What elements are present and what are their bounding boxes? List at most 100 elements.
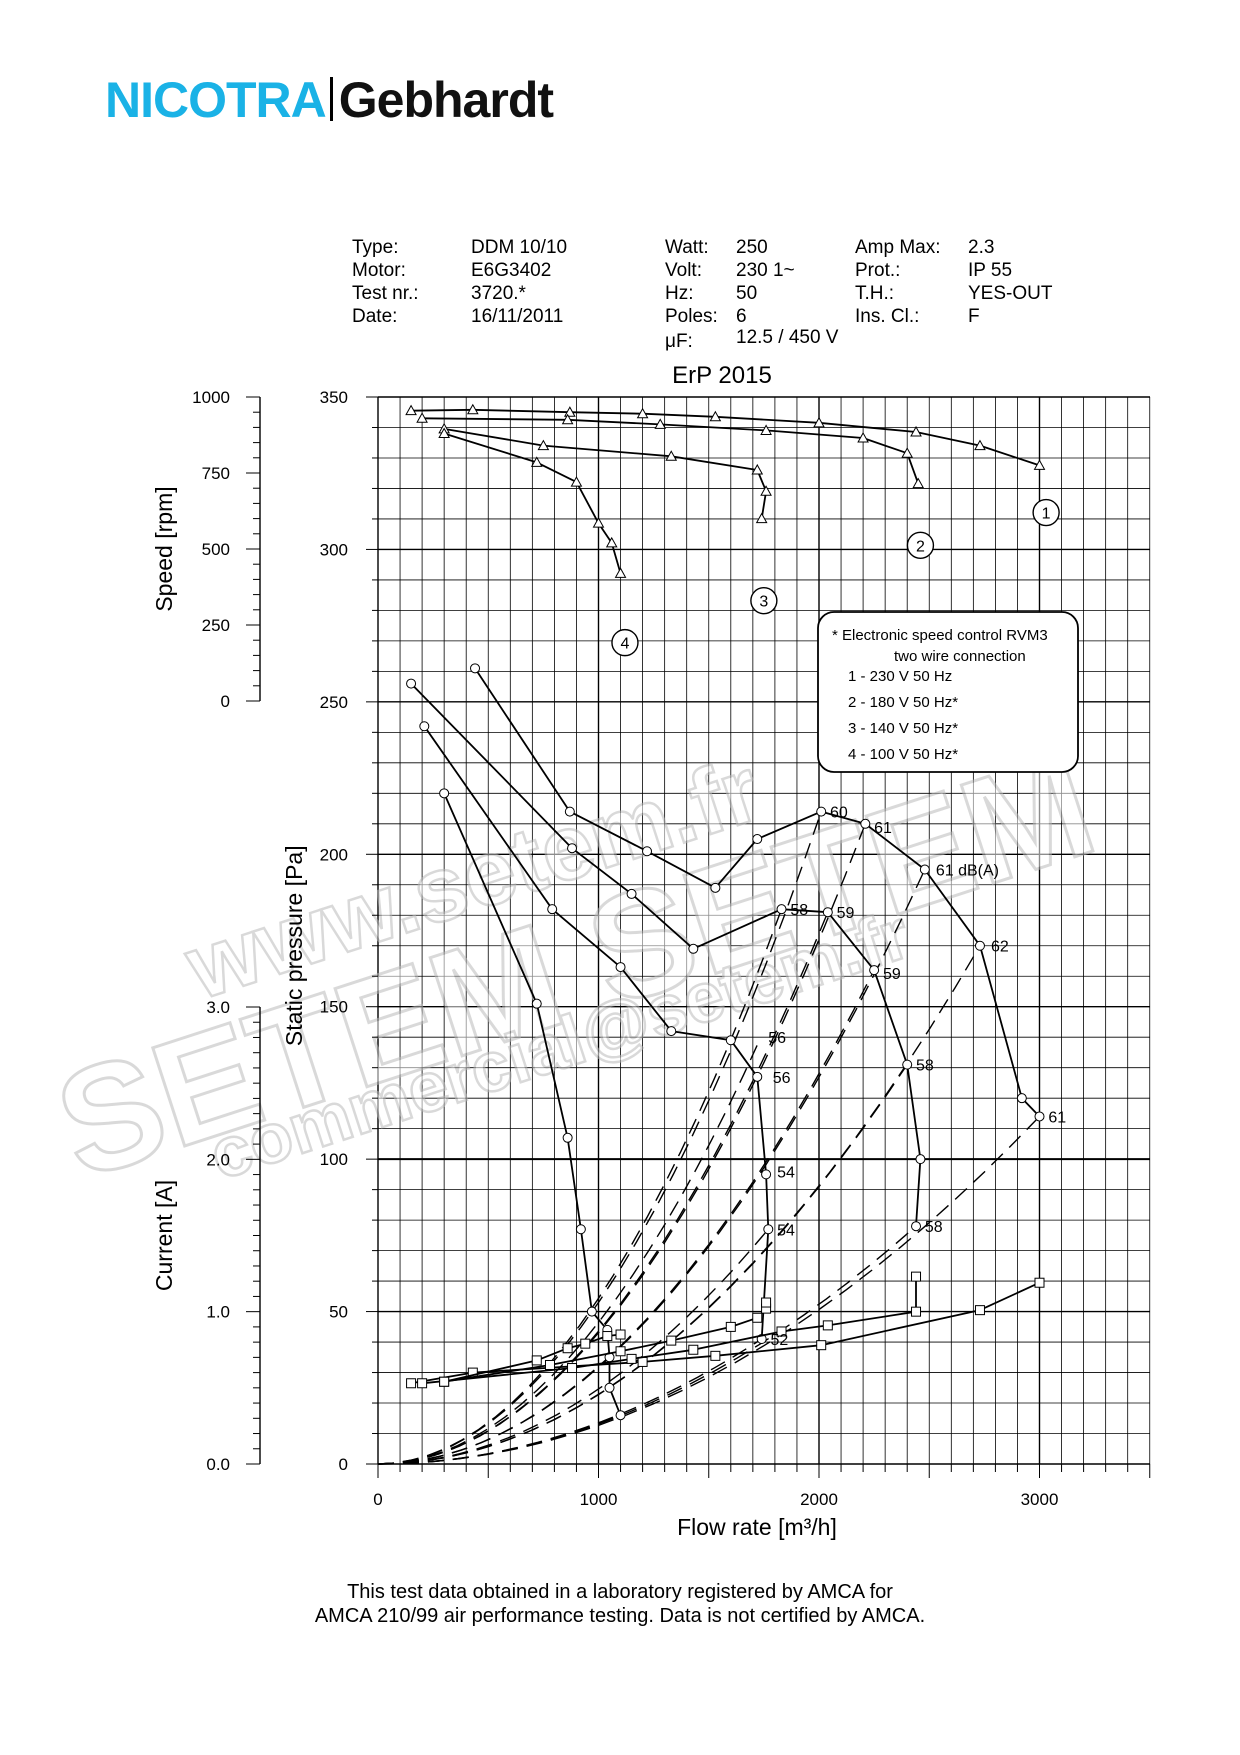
- speed-point: [537, 439, 550, 451]
- pressure-point: [911, 1221, 922, 1232]
- current-point: [752, 1312, 763, 1323]
- spec-label: Test nr.:: [352, 283, 419, 304]
- pressure-point: [626, 888, 637, 899]
- spec-value: DDM 10/10: [471, 237, 568, 258]
- speed-point: [857, 432, 869, 443]
- brand-separator: [329, 77, 333, 121]
- pressure-point: [562, 1132, 573, 1143]
- speed-curves: [405, 403, 1046, 578]
- spec-col-3-values: 2.3 IP 55 YES-OUT F: [968, 236, 1052, 328]
- noise-label: 56: [773, 1070, 791, 1087]
- pressure-point: [615, 962, 626, 973]
- pressure-point: [752, 1071, 763, 1082]
- pressure-tick-label: 0: [339, 1455, 348, 1474]
- speed-point: [910, 425, 922, 437]
- pressure-point: [419, 721, 430, 732]
- footer-note: This test data obtained in a laboratory …: [0, 1580, 1240, 1628]
- speed-point: [665, 450, 678, 461]
- grid-lines: [377, 396, 1151, 1465]
- pressure-point: [752, 834, 763, 845]
- current-curve: [417, 1271, 922, 1389]
- current-point: [615, 1329, 626, 1340]
- pressure-curve: [470, 663, 1045, 1122]
- spec-label: Prot.:: [855, 260, 901, 281]
- speed-point: [405, 404, 417, 416]
- speed-point: [563, 406, 576, 417]
- curve-marker-label: 4: [621, 636, 630, 653]
- pressure-curve: [406, 678, 926, 1232]
- current-point: [615, 1346, 626, 1357]
- speed-point: [592, 517, 605, 528]
- speed-point: [570, 476, 583, 487]
- current-point: [911, 1271, 922, 1282]
- speed-point: [561, 413, 574, 425]
- pressure-point: [761, 1169, 772, 1180]
- pressure-point: [642, 846, 653, 857]
- spec-label: Motor:: [352, 260, 406, 281]
- speed-curve: [438, 427, 627, 578]
- current-point: [562, 1343, 573, 1354]
- spec-col-1-values: DDM 10/10 E6G3402 3720.* 16/11/2011: [471, 236, 567, 328]
- system-lines: [377, 811, 1041, 1465]
- speed-point: [654, 418, 667, 429]
- pressure-point: [567, 843, 578, 854]
- spec-value: 16/11/2011: [471, 306, 564, 327]
- pressure-point: [860, 818, 871, 829]
- current-point: [531, 1355, 542, 1366]
- legend-line: * Electronic speed control RVM3: [832, 627, 1048, 644]
- pressure-point: [439, 788, 450, 799]
- system-line: [377, 823, 866, 1465]
- legend-line: 1 - 230 V 50 Hz: [848, 668, 952, 685]
- current-axis-label: Current [A]: [151, 1180, 177, 1291]
- spec-col-2-values: 250 230 1~ 50 6 12.5 / 450 V: [736, 236, 838, 349]
- current-tick-label: 0.0: [206, 1455, 230, 1474]
- current-point: [544, 1359, 555, 1370]
- legend-line: 4 - 100 V 50 Hz*: [848, 746, 958, 763]
- current-point: [822, 1320, 833, 1331]
- pressure-curve: [439, 788, 626, 1421]
- spec-label: T.H.:: [855, 283, 895, 304]
- current-point: [911, 1306, 922, 1317]
- pressure-point: [915, 1154, 926, 1165]
- speed-point: [901, 447, 914, 458]
- pressure-point: [1016, 1093, 1027, 1104]
- current-point: [406, 1378, 417, 1389]
- spec-value: F: [968, 306, 980, 327]
- spec-label: Ins. Cl.:: [855, 306, 920, 327]
- noise-label: 54: [777, 1164, 795, 1181]
- spec-label: Hz:: [665, 283, 694, 304]
- spec-value: YES-OUT: [968, 283, 1053, 304]
- pressure-point: [763, 1224, 774, 1235]
- system-line: [377, 1225, 917, 1465]
- current-point: [761, 1297, 772, 1308]
- pressure-curve-line: [410, 682, 922, 1227]
- curve-marker-circle: [611, 628, 639, 657]
- noise-label: 61: [1048, 1109, 1066, 1126]
- spec-label: Volt:: [665, 260, 702, 281]
- spec-col-2-labels: Watt: Volt: Hz: Poles: μF:: [665, 236, 718, 353]
- speed-point: [636, 407, 649, 419]
- pressure-tick-label: 100: [320, 1150, 348, 1169]
- noise-label: 61: [874, 820, 892, 837]
- pressure-axis-label: Static pressure [Pa]: [281, 845, 307, 1046]
- current-tick-label: 3.0: [206, 998, 230, 1017]
- spec-label: Date:: [352, 306, 398, 327]
- pressure-point: [688, 943, 699, 954]
- pressure-point: [406, 678, 417, 689]
- legend-line: 2 - 180 V 50 Hz*: [848, 694, 958, 711]
- pressure-tick-label: 150: [320, 998, 348, 1017]
- speed-curve: [416, 412, 925, 489]
- x-axis-label: Flow rate [m³/h]: [677, 1514, 837, 1540]
- current-tick-label: 2.0: [206, 1150, 230, 1169]
- current-tick-label: 1.0: [206, 1303, 230, 1322]
- pressure-point: [531, 998, 542, 1009]
- current-point: [602, 1331, 613, 1342]
